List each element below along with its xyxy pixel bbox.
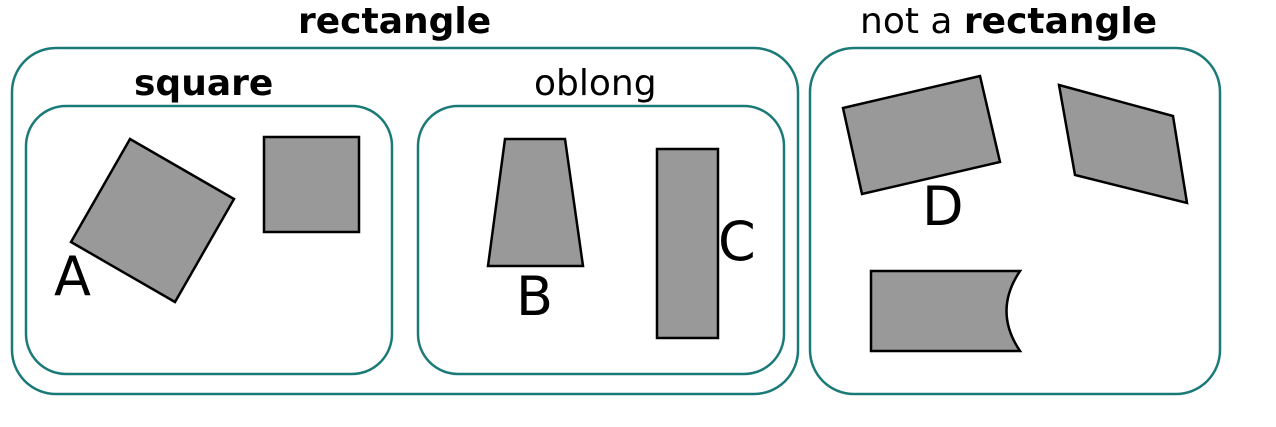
shape-label-b: B bbox=[516, 265, 554, 328]
rectangle-title: rectangle bbox=[298, 1, 492, 42]
shape-label-c: C bbox=[718, 210, 756, 273]
shape-label-d: D bbox=[922, 175, 964, 238]
shape-d-tilted-rectangle bbox=[841, 74, 1002, 196]
not-rectangle-prefix: not a bbox=[860, 1, 964, 42]
oblong-region bbox=[416, 104, 786, 376]
square-region bbox=[24, 104, 394, 376]
shape-a-rotated-square bbox=[69, 137, 236, 304]
rectangle-region bbox=[10, 46, 800, 396]
not-rectangle-region bbox=[808, 46, 1222, 396]
shape-label-a: A bbox=[54, 245, 91, 308]
shape-upright-square bbox=[262, 135, 361, 234]
square-title: square bbox=[134, 63, 274, 104]
shape-parallelogram bbox=[1057, 83, 1189, 205]
not-rectangle-bold: rectangle bbox=[963, 1, 1158, 42]
oblong-title: oblong bbox=[534, 63, 657, 104]
shape-b-trapezoid bbox=[486, 137, 585, 268]
shape-c-tall-rectangle bbox=[655, 147, 720, 340]
not-rectangle-title: not a rectangle bbox=[860, 4, 1157, 40]
shape-concave-end-rectangle bbox=[869, 269, 1023, 353]
